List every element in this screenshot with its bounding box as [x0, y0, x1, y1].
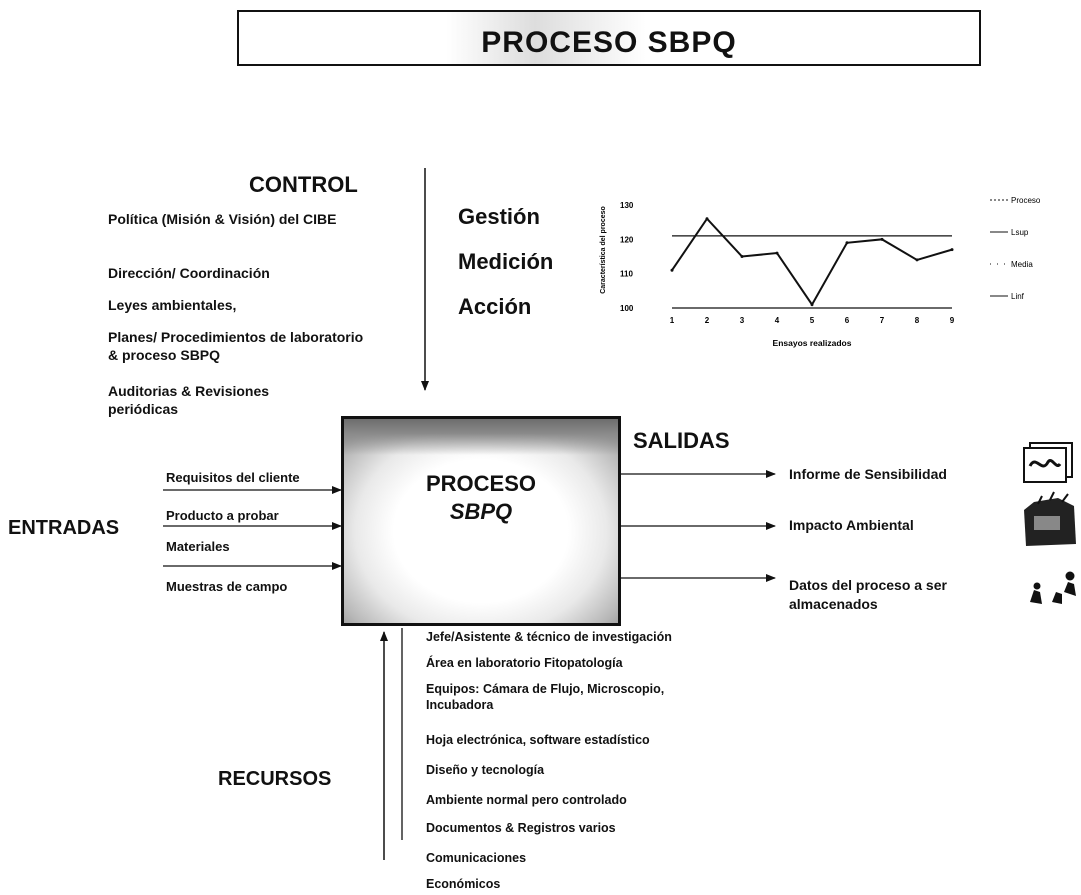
output-item: Impacto Ambiental — [789, 517, 914, 533]
page-title: PROCESO SBPQ — [481, 26, 737, 59]
storage-folder-icon — [1024, 491, 1076, 546]
title-banner: PROCESO SBPQ — [237, 10, 981, 66]
resource-item: Comunicaciones — [426, 851, 527, 865]
chart-y-label: Característica del proceso — [600, 206, 607, 294]
salidas-heading: SALIDAS — [633, 428, 730, 453]
clipart-icons — [1023, 442, 1076, 604]
control-item: Planes/ Procedimientos de laboratorio & … — [108, 329, 364, 363]
chart-point — [775, 251, 779, 255]
control-item: Dirección/ Coordinación — [108, 265, 270, 281]
control-item: Política (Misión & Visión) del CIBE — [108, 211, 337, 227]
gestion-label: Gestión — [458, 204, 540, 229]
entradas-heading: ENTRADAS — [8, 517, 120, 539]
chart-x-tick: 9 — [950, 316, 955, 325]
chart-x-label: Ensayos realizados — [773, 338, 852, 348]
chart-point — [705, 217, 709, 221]
input-item: Requisitos del cliente — [166, 470, 300, 485]
chart-y-tick: 110 — [620, 270, 633, 279]
chart-point — [915, 258, 919, 262]
chart-x-tick: 6 — [845, 316, 850, 325]
input-item: Producto a probar — [166, 508, 279, 523]
chart-point — [740, 255, 744, 258]
chart-y-tick: 100 — [620, 304, 634, 313]
input-item: Materiales — [166, 539, 230, 554]
resource-item: Documentos & Registros varios — [426, 821, 616, 835]
process-box-shading — [344, 419, 618, 455]
medicion-label: Medición — [458, 249, 554, 274]
document-signature-icon — [1023, 442, 1073, 483]
chart-point — [880, 237, 884, 241]
chart-point — [810, 303, 814, 307]
output-item: Informe de Sensibilidad — [789, 466, 947, 482]
input-item: Muestras de campo — [166, 579, 288, 594]
output-item: Datos del proceso a ser almacenados — [789, 577, 947, 612]
control-item: Auditorias & Revisiones periódicas — [108, 383, 270, 417]
chart-legend-label: Proceso — [1011, 196, 1041, 205]
resource-item: Ambiente normal pero controlado — [426, 793, 627, 807]
accion-label: Acción — [458, 294, 532, 319]
chart-series-proceso — [671, 217, 953, 307]
chart-x-tick: 8 — [915, 316, 920, 325]
chart-x-tick: 5 — [810, 316, 815, 325]
people-icon — [1030, 571, 1076, 604]
chart-x-tick: 1 — [670, 316, 675, 325]
chart-x-tick: 2 — [705, 316, 710, 325]
process-box: PROCESO SBPQ — [341, 416, 621, 626]
resource-item: Diseño y tecnología — [426, 763, 545, 777]
chart-legend-label: Lsup — [1011, 228, 1029, 237]
chart-point — [950, 248, 954, 252]
resource-item: Equipos: Cámara de Flujo, Microscopio, I… — [426, 682, 665, 712]
chart-x-tick: 7 — [880, 316, 885, 325]
chart-legend-label: Media — [1011, 260, 1033, 269]
resource-item: Económicos — [426, 877, 501, 891]
chart-y-tick: 130 — [620, 201, 634, 210]
chart-point — [670, 268, 674, 272]
process-subtitle: SBPQ — [449, 499, 513, 524]
control-heading: CONTROL — [249, 172, 358, 197]
resource-item: Hoja electrónica, software estadístico — [426, 733, 650, 747]
chart-point — [845, 241, 849, 245]
process-title: PROCESO — [425, 471, 537, 496]
chart-y-tick: 120 — [620, 235, 634, 244]
control-item: Leyes ambientales, — [108, 297, 237, 313]
control-chart: Característica del proceso Ensayos reali… — [600, 196, 1041, 348]
recursos-heading: RECURSOS — [218, 768, 332, 790]
resource-item: Jefe/Asistente & técnico de investigació… — [426, 630, 672, 644]
chart-x-tick: 3 — [740, 316, 745, 325]
chart-legend-label: Linf — [1011, 292, 1025, 301]
resource-item: Área en laboratorio Fitopatología — [426, 656, 623, 670]
chart-x-tick: 4 — [775, 316, 780, 325]
